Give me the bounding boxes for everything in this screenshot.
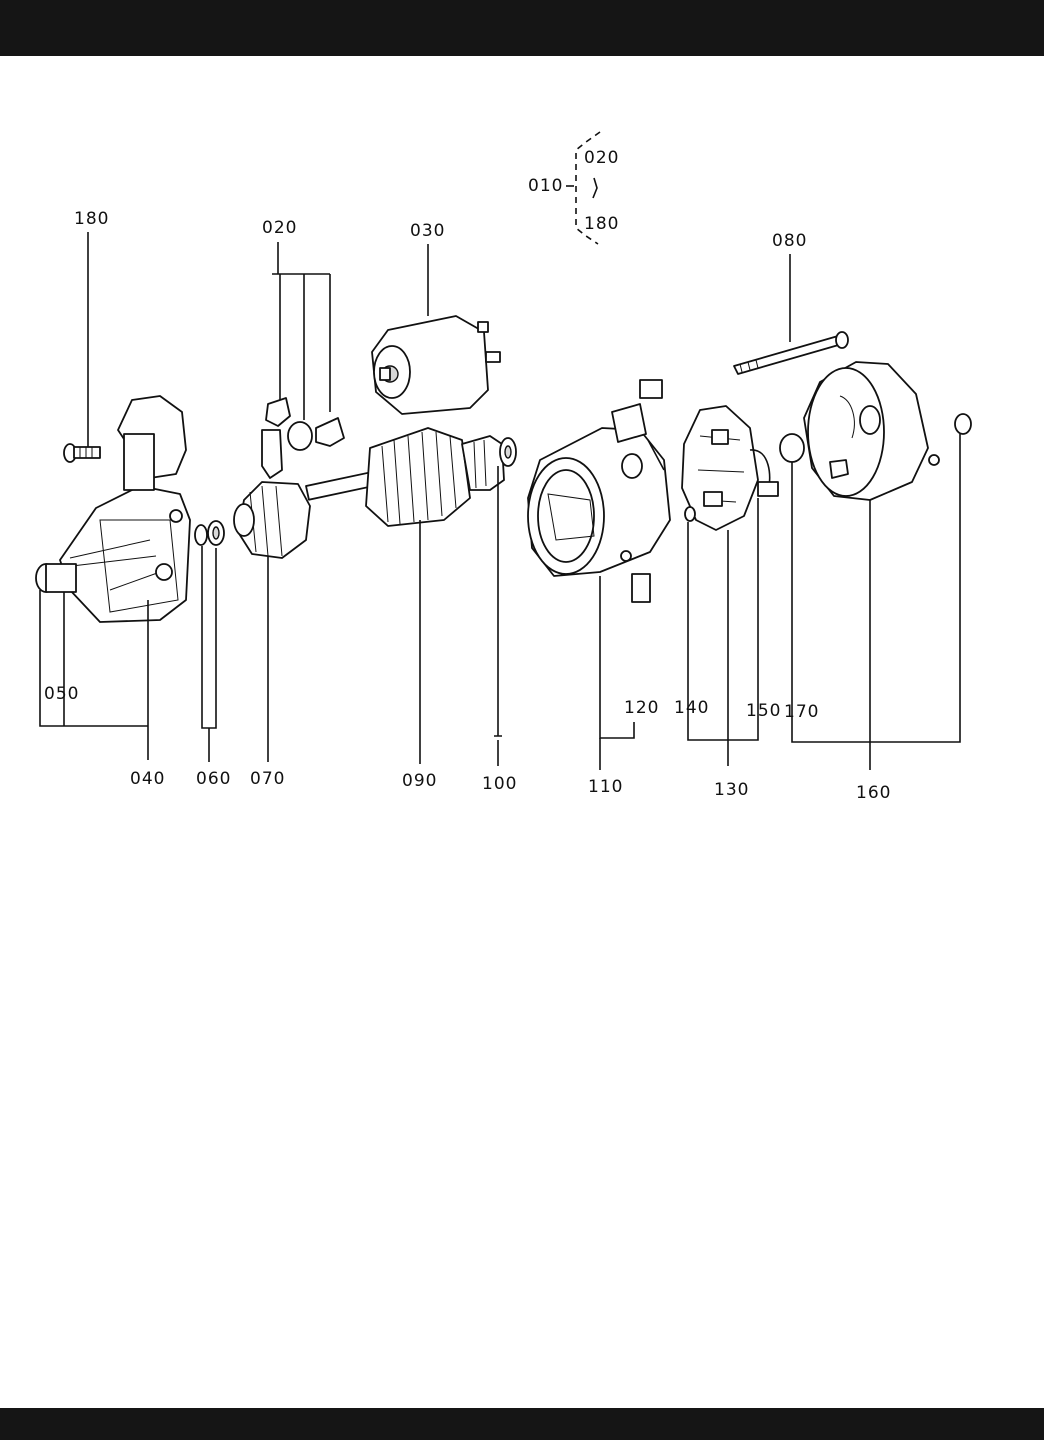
callout-060: 060 <box>196 769 231 789</box>
leader-060 <box>201 546 217 729</box>
callout-120: 120 <box>624 698 659 718</box>
leader-020 <box>272 242 331 420</box>
part-080-through-bolt: 080 <box>733 231 849 375</box>
assembly-bracket <box>575 131 601 245</box>
part-060-washers: 060 <box>194 520 231 789</box>
assembly-to-label: 180 <box>584 214 619 234</box>
part-090-armature: 090 <box>305 427 505 791</box>
callout-040: 040 <box>130 769 165 789</box>
callout-020: 020 <box>262 218 297 238</box>
assembly-from-label: 020 <box>584 148 619 168</box>
callout-180: 180 <box>74 209 109 229</box>
part-180-bolt: 180 <box>63 209 109 463</box>
leader-160 <box>791 434 961 743</box>
part-040-drive-housing: 050 040 <box>35 395 191 789</box>
part-160-end-cover: 170 160 <box>779 361 972 803</box>
assembly-ellipsis <box>592 177 598 199</box>
leader-100 <box>494 466 502 766</box>
callout-090: 090 <box>402 771 437 791</box>
brush-icon <box>631 573 651 603</box>
callout-080: 080 <box>772 231 807 251</box>
housing-lever-icon <box>123 433 155 491</box>
callout-130: 130 <box>714 780 749 800</box>
cap-icon <box>954 413 972 435</box>
callout-050: 050 <box>44 684 79 704</box>
leader-130 <box>687 498 759 741</box>
bolt-shank-icon <box>73 446 101 459</box>
top-bar <box>0 0 1044 56</box>
part-020-lever-set: 020 <box>261 218 345 479</box>
callout-110: 110 <box>588 777 623 797</box>
part-100-washer: 100 <box>482 437 517 794</box>
bottom-bar <box>0 1408 1044 1440</box>
exploded-parts-diagram: 010 020 180 180 050 040 06 <box>35 131 972 803</box>
assembly-note: 010 020 180 <box>528 131 619 245</box>
part-070-pinion-clutch: 070 <box>233 481 311 789</box>
callout-170: 170 <box>784 702 819 722</box>
bushing-170-icon <box>779 433 805 463</box>
part-030-solenoid: 030 <box>371 221 501 415</box>
part-130-brush-holder: 140 150 130 <box>674 405 781 800</box>
leader-050 <box>39 590 148 727</box>
callout-160: 160 <box>856 783 891 803</box>
callout-150: 150 <box>746 701 781 721</box>
brush-spring-icon <box>757 481 779 497</box>
part-110-yoke: 110 <box>527 379 671 797</box>
part-120-brush: 120 <box>624 573 659 718</box>
callout-100: 100 <box>482 774 517 794</box>
callout-070: 070 <box>250 769 285 789</box>
assembly-id-label: 010 <box>528 176 563 196</box>
leader-110 <box>599 576 635 739</box>
callout-030: 030 <box>410 221 445 241</box>
callout-140: 140 <box>674 698 709 718</box>
